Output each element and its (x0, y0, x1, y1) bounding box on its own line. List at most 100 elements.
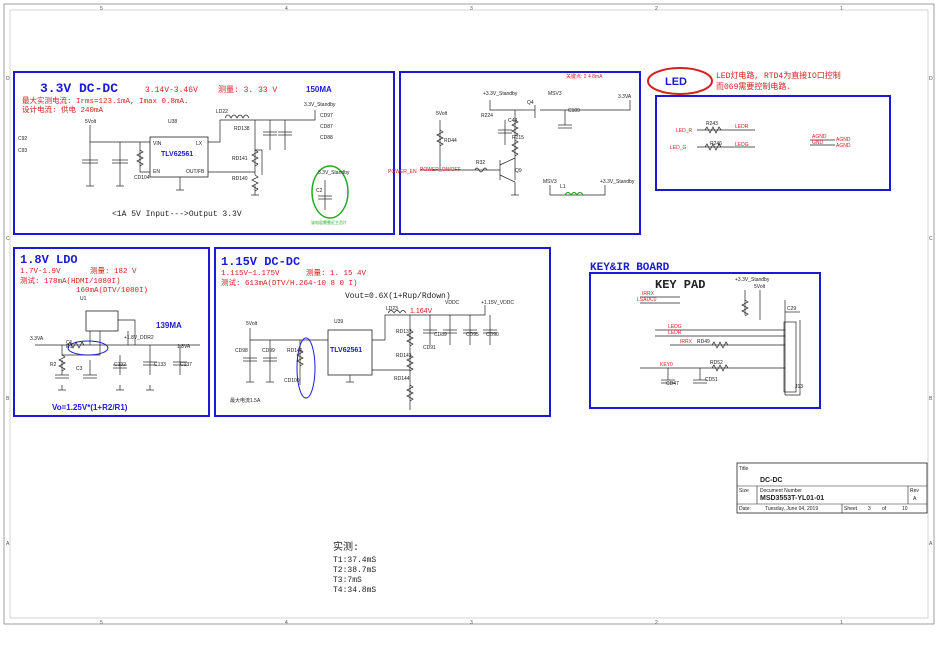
led-note2: 而069需要控制电路. (716, 81, 791, 92)
resistor-rd49 (711, 341, 729, 349)
label-5volt-pwr: 5Volt (436, 111, 448, 117)
label-r246: R246 (710, 141, 722, 147)
label-5volt-115: 5Volt (246, 321, 258, 327)
resistor-rd144 (406, 384, 414, 402)
timing-line-4: T4:34.8mS (333, 586, 376, 595)
label-rd144: RD144 (394, 376, 410, 382)
label-cd100: CD100 (284, 378, 300, 384)
label-key0: KEY0 (660, 362, 673, 368)
doc-label: Document Number (760, 488, 802, 494)
label-rd140: RD140 (232, 176, 248, 182)
label-1v164: 1.164V (410, 308, 433, 315)
timing-line-3: T3:7mS (333, 576, 362, 585)
label-c133: C133 (154, 362, 166, 368)
label-r224: R224 (481, 113, 493, 119)
label-c48: C48 (508, 118, 517, 124)
blue-highlight-ellipse-2 (296, 337, 316, 399)
label-vddc: VDDC (445, 300, 460, 306)
label-cd98: CD98 (235, 348, 248, 354)
block-1v15-current: 测试: 613mA(DTV/H.264-10 8 0 I) (221, 277, 358, 288)
frame-mark-top-4-1: 1 (840, 620, 843, 626)
label-c132: C132 (114, 362, 126, 368)
label-q9: Q9 (515, 168, 522, 174)
block-1v15-range: 1.115V~1.175V (221, 270, 280, 278)
connector-j13 (783, 321, 797, 393)
chip-u38-ref: U38 (168, 119, 177, 125)
label-j13: J13 (795, 384, 803, 390)
label-c109: C109 (568, 108, 580, 114)
block-1v15-note: 最大电流1.5A (230, 397, 261, 404)
chip-u39-ref: U39 (334, 319, 343, 325)
rev-value: A (913, 496, 917, 502)
block-1v8-frame (13, 247, 210, 417)
title-block (736, 462, 928, 514)
label-r243: R243 (706, 121, 718, 127)
sheet-value: 3 (868, 506, 871, 512)
frame-mark-top-1-1: 4 (285, 620, 288, 626)
label-agnd-1: AGND (812, 134, 827, 140)
block-1v8-current: 测试: 178mA(HDMI/1080I) (20, 275, 121, 286)
block-1v15-measured: 测量: 1. 15 4V (306, 268, 367, 278)
keypad-title-1: KEY&IR BOARD (590, 262, 670, 274)
block-1v8-labels: U1 3.3VA R1 R2 C1 C3 C132 +1.8V_DDR2 C13… (30, 296, 192, 372)
label-3v3-standby-kp: +3.3V_Standby (735, 277, 770, 283)
date-label: Date: (739, 506, 751, 512)
label-c1: C1 (66, 340, 73, 346)
block-1v8-formula: Vo=1.25V*(1+R2/R1) (52, 403, 128, 412)
frame-mark-top-3-0: 2 (655, 6, 658, 12)
doc-value: MSD3553T-YL01-01 (760, 495, 824, 502)
led-note1: LED灯电路, RTD4为直接IO口控制 (716, 70, 841, 81)
label-cd87: CD87 (320, 124, 333, 130)
sheet-label: Sheet (844, 506, 858, 512)
title-value: DC-DC (760, 477, 783, 484)
frame-mark-side-2-0: B (6, 396, 10, 402)
frame-mark-side-0-1: D (929, 76, 933, 82)
label-ld23: LD23 (386, 306, 398, 312)
block-led-frame (655, 95, 891, 191)
resistor-keypad (741, 299, 749, 317)
label-cd90: CD90 (486, 332, 499, 338)
label-ledr-kp: LEDR (668, 330, 682, 336)
block-1v15-wires (243, 305, 497, 410)
label-1v15-vddc: +1.15V_VDDC (481, 300, 514, 306)
chip-u38-pin-vin: VIN (153, 141, 162, 147)
block-keypad-wires (640, 290, 801, 396)
label-irrx: IRRX (642, 291, 655, 297)
label-3v3-standby-pwr: +3.3V_Standby (483, 91, 518, 97)
size-label: Size (739, 488, 749, 494)
frame-mark-side-1-1: C (929, 236, 933, 242)
label-led-r: LED_R (676, 128, 693, 134)
resistor-rd141 (251, 149, 259, 167)
label-rd138: RD138 (234, 126, 250, 132)
frame-mark-top-0-0: 5 (100, 6, 103, 12)
resistor-r246 (704, 143, 722, 151)
block-power-header: 关键点: 2 4 8mA (566, 73, 603, 80)
of-value: 10 (902, 506, 908, 512)
label-ledr: LEDR (735, 124, 749, 130)
label-1v8-ddr2: +1.8V_DDR2 (124, 335, 154, 341)
label-ld22: LD22 (216, 109, 228, 115)
block-3v3-note2: 设计电流: 供电 240mA (22, 104, 104, 115)
resistor-r243 (704, 126, 722, 134)
rev-label: Rev (910, 488, 919, 494)
label-ledg-kp: LEDG (668, 324, 682, 330)
label-5volt: 5Volt (85, 119, 97, 125)
chip-u38-pin-en: EN (153, 169, 160, 175)
chip-u38-pin-lx: LX (196, 141, 203, 147)
date-value: Tuesday, June 04, 2019 (765, 506, 818, 512)
green-note: 该电容需靠近主芯片 (311, 219, 347, 225)
of-label: of (882, 506, 887, 512)
block-3v3-frame (13, 71, 395, 235)
resistor-rd140 (251, 174, 259, 192)
label-cd104: CD104 (134, 175, 150, 181)
chip-u38 (149, 136, 209, 178)
label-l1: L1 (560, 184, 566, 190)
block-3v3-title: 3.3V DC-DC (40, 81, 118, 96)
block-3v3-labels: 5Volt LD22 RD138 RD141 RD140 C92 C93 CD1… (18, 102, 350, 194)
frame-mark-side-3-0: A (6, 541, 10, 547)
label-3v3-standby-2: 3.3V_Standby (318, 170, 350, 176)
block-keypad-labels: IRRX LSADC0 LEDG LEDR IRRX KEY0 CD47 CD5… (637, 277, 803, 390)
frame-mark-top-2-1: 3 (470, 620, 473, 626)
label-cd97: CD97 (320, 113, 333, 119)
resistor-rd146 (296, 349, 304, 367)
